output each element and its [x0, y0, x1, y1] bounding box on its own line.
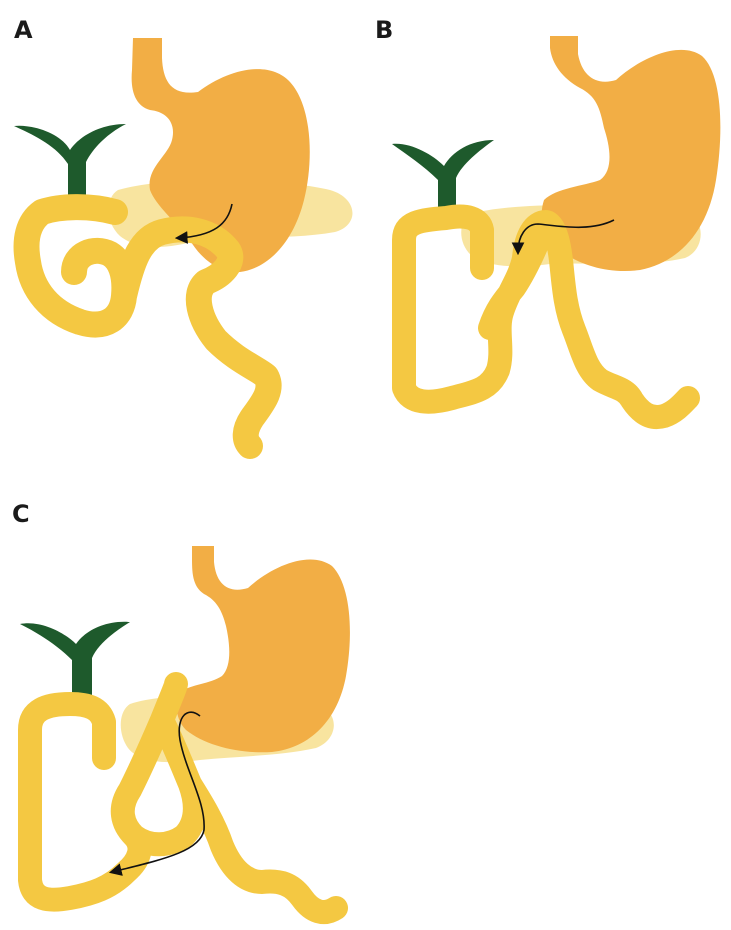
panel-b	[392, 36, 720, 417]
stomach-c	[177, 546, 350, 752]
bile-duct-c	[20, 622, 130, 702]
panel-c	[20, 546, 350, 912]
panel-a	[14, 38, 352, 446]
intestine-a	[27, 207, 269, 446]
bile-duct-b	[392, 140, 494, 214]
